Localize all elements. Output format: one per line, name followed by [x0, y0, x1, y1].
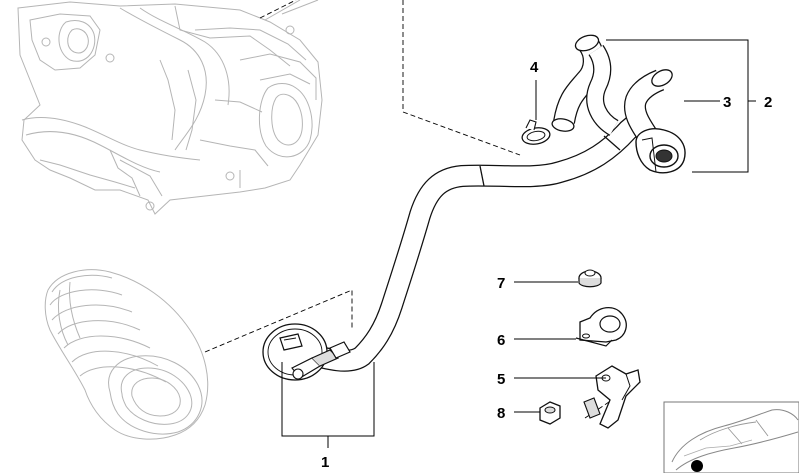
- grommet-part: [578, 269, 602, 288]
- intake-manifold-drawing: [17, 0, 323, 215]
- upper-hose-assembly: [551, 34, 686, 174]
- location-marker-icon: [691, 460, 703, 472]
- callout-7: 7: [497, 275, 505, 292]
- bracket-part: [583, 365, 641, 429]
- callout-4: 4: [530, 59, 539, 76]
- hose-holder-part: [575, 307, 627, 347]
- vent-hose: [297, 111, 648, 372]
- vehicle-location-thumbnail: [663, 401, 799, 473]
- callout-8: 8: [497, 405, 505, 422]
- nut-part: [539, 401, 561, 425]
- callout-6: 6: [497, 332, 505, 349]
- intake-boot-drawing: [44, 269, 209, 440]
- callout-labels: 1 2 3 4 5 6 7 8: [321, 59, 772, 471]
- callout-leader-lines: [281, 39, 756, 448]
- callout-5: 5: [497, 371, 505, 388]
- callout-1: 1: [321, 454, 329, 471]
- hose-clamp: [521, 119, 551, 145]
- callout-3: 3: [723, 94, 731, 111]
- connector-valve: [262, 323, 351, 381]
- callout-2: 2: [764, 94, 772, 111]
